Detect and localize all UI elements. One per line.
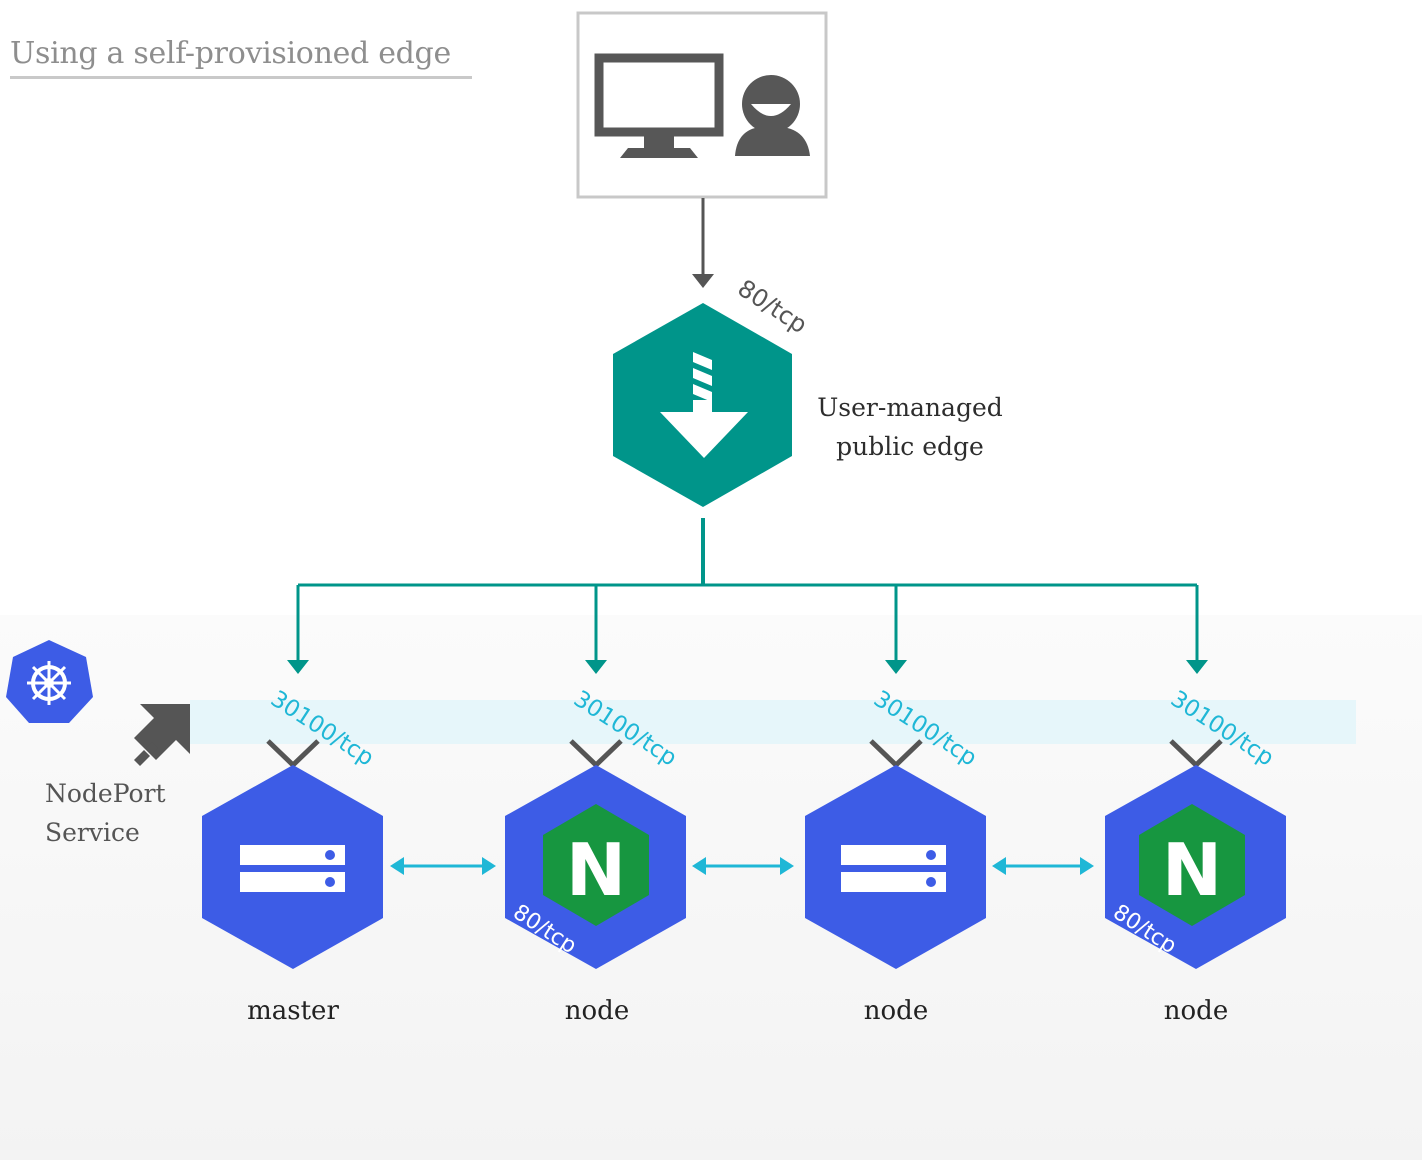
node-name-label: node <box>564 996 630 1026</box>
port-socket-icon <box>1169 739 1223 769</box>
node-name-label: master <box>247 996 339 1026</box>
edge-label-line1: User-managed <box>817 393 1003 422</box>
port-socket-icon <box>569 739 623 769</box>
user-icon <box>735 75 810 156</box>
service-label-line2: Service <box>45 818 140 847</box>
node-master <box>202 739 383 969</box>
edge-label-line2: public edge <box>836 432 984 461</box>
server-icon <box>841 845 946 892</box>
node-2 <box>805 739 986 969</box>
edge-to-nodes-connectors <box>287 518 1208 674</box>
node-link-arrows <box>390 857 1094 875</box>
monitor-icon <box>594 53 724 158</box>
node-name-label: node <box>1163 996 1229 1026</box>
service-label-line1: NodePort <box>45 779 166 808</box>
client-to-edge-arrow <box>692 198 714 288</box>
kubernetes-logo-icon <box>6 640 93 723</box>
router-download-icon <box>660 352 748 458</box>
nginx-letter: N <box>566 828 626 912</box>
nodeport-band <box>190 700 1356 744</box>
nodeport-arrow-icon <box>134 704 190 766</box>
title-underline <box>10 76 472 79</box>
nodeport-service-label: NodePort Service <box>45 774 166 852</box>
nginx-letter: N <box>1162 828 1222 912</box>
nginx-icon: N <box>1139 804 1245 926</box>
port-socket-icon <box>869 739 923 769</box>
page-title: Using a self-provisioned edge <box>10 36 451 71</box>
nginx-icon: N <box>543 804 649 926</box>
node-1: N <box>505 739 686 969</box>
node-3: N <box>1105 739 1286 969</box>
server-icon <box>240 845 345 892</box>
node-name-label: node <box>863 996 929 1026</box>
edge-label: User-managed public edge <box>800 388 1020 466</box>
port-socket-icon <box>266 739 320 769</box>
